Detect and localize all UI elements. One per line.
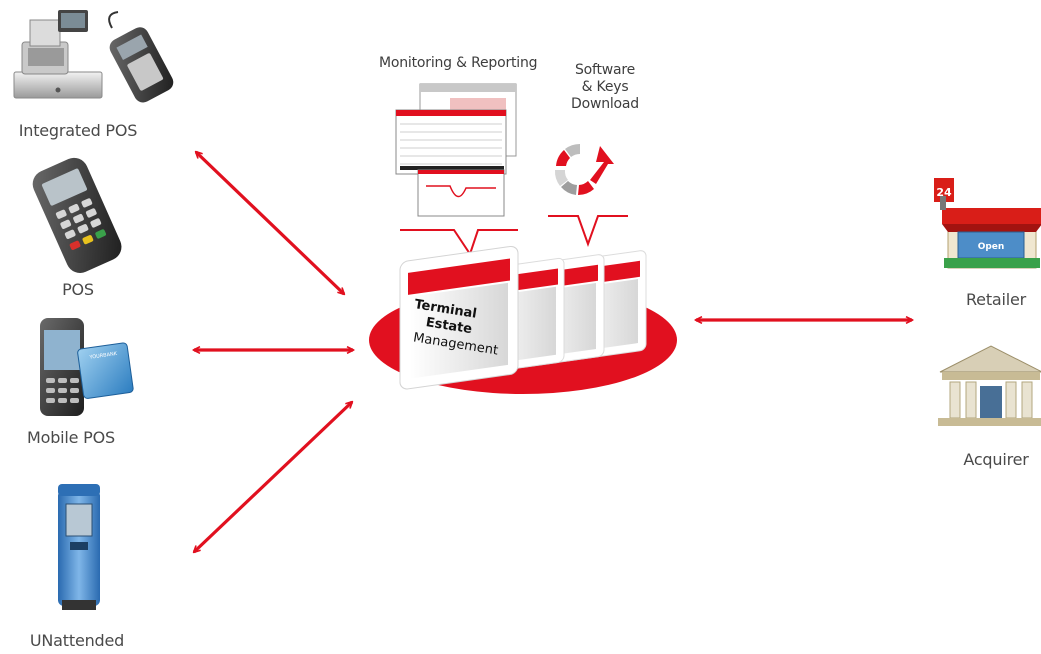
mobile-phone-icon: YOURBANK xyxy=(40,318,134,416)
arrow-integrated-pos xyxy=(196,152,344,294)
connection-arrows xyxy=(194,152,912,552)
cash-register-icon xyxy=(13,10,174,103)
pos-terminal-icon xyxy=(32,157,122,273)
store-icon: Open 24 xyxy=(934,178,1041,269)
device-label-pos: POS xyxy=(62,280,94,299)
store-sign-text: Open xyxy=(978,242,1005,252)
kiosk-icon xyxy=(58,484,100,610)
service-label-monitoring: Monitoring & Reporting xyxy=(379,55,538,71)
party-label-retailer: Retailer xyxy=(965,290,1027,309)
card-brand-text: YOURBANK xyxy=(88,351,118,361)
arrow-unattended xyxy=(194,402,352,552)
report-screens-icon xyxy=(395,83,517,217)
hub-panel-stack xyxy=(399,245,647,390)
download-cycle-icon xyxy=(554,143,614,196)
bank-building-icon xyxy=(938,345,1041,426)
store-number-text: 24 xyxy=(936,186,952,199)
device-label-mobile-pos: Mobile POS xyxy=(27,428,115,447)
hub-title-line2: Estate xyxy=(425,315,474,337)
party-label-acquirer: Acquirer xyxy=(963,450,1029,469)
device-label-unattended: UNattended xyxy=(29,631,125,650)
device-label-integrated-pos: Integrated POS xyxy=(18,121,138,140)
service-label-download: Software & Keys Download xyxy=(571,62,639,112)
